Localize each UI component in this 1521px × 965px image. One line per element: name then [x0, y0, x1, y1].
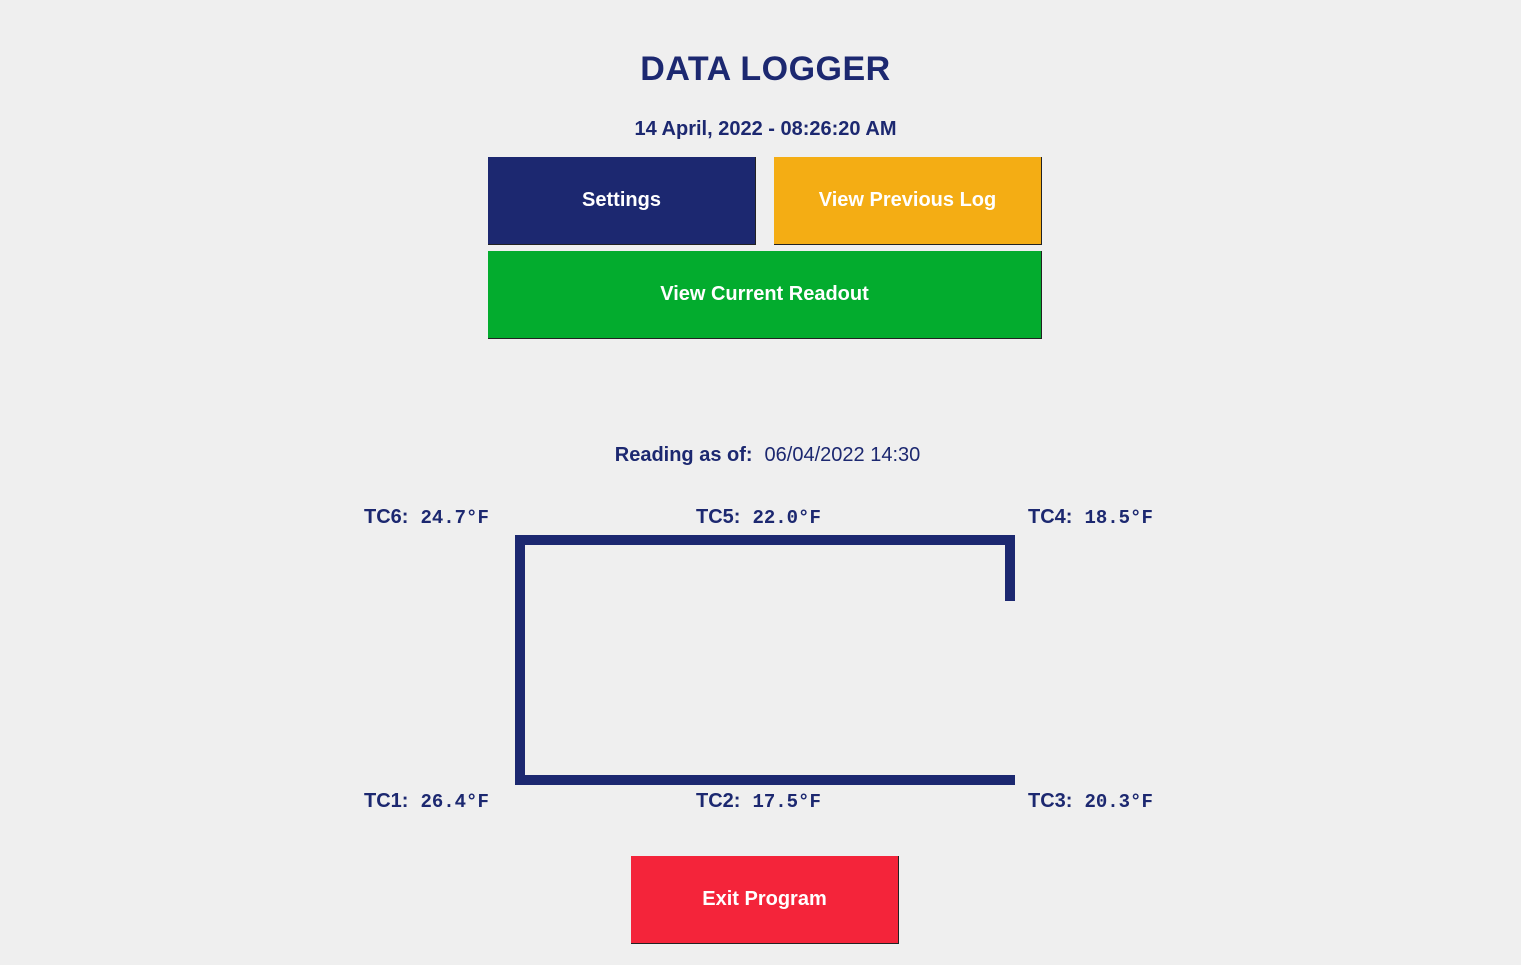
- app-title: DATA LOGGER: [640, 50, 891, 88]
- tc6-label: TC6:: [364, 506, 409, 528]
- current-datetime: 14 April, 2022 - 08:26:20 AM: [634, 118, 897, 140]
- tc2-label: TC2:: [696, 790, 741, 812]
- tc4-label: TC4:: [1028, 506, 1073, 528]
- tc5-readout: TC5: 22.0°F: [696, 506, 821, 529]
- view-previous-log-button[interactable]: View Previous Log: [774, 157, 1042, 245]
- reading-timestamp: Reading as of: 06/04/2022 14:30: [0, 444, 1521, 467]
- tc2-value: 17.5°F: [752, 791, 821, 813]
- tc3-readout: TC3: 20.3°F: [1028, 790, 1153, 813]
- tc5-label: TC5:: [696, 506, 741, 528]
- tc1-label: TC1:: [364, 790, 409, 812]
- tc1-readout: TC1: 26.4°F: [364, 790, 489, 813]
- tc4-readout: TC4: 18.5°F: [1028, 506, 1153, 529]
- settings-button[interactable]: Settings: [488, 157, 756, 245]
- tc3-value: 20.3°F: [1084, 791, 1153, 813]
- exit-program-button[interactable]: Exit Program: [631, 856, 899, 944]
- tc2-readout: TC2: 17.5°F: [696, 790, 821, 813]
- enclosure-right-wall-stub: [1005, 535, 1015, 601]
- reading-label: Reading as of:: [614, 444, 753, 466]
- enclosure-bottom-wall: [515, 775, 1015, 785]
- tc1-value: 26.4°F: [420, 791, 489, 813]
- enclosure-top-wall: [515, 535, 1015, 545]
- tc4-value: 18.5°F: [1084, 507, 1153, 529]
- reading-value: 06/04/2022 14:30: [764, 444, 921, 466]
- enclosure-diagram: [515, 535, 1015, 785]
- tc6-readout: TC6: 24.7°F: [364, 506, 489, 529]
- view-current-readout-button[interactable]: View Current Readout: [488, 251, 1042, 339]
- tc6-value: 24.7°F: [420, 507, 489, 529]
- tc5-value: 22.0°F: [752, 507, 821, 529]
- tc3-label: TC3:: [1028, 790, 1073, 812]
- enclosure-left-wall: [515, 535, 525, 785]
